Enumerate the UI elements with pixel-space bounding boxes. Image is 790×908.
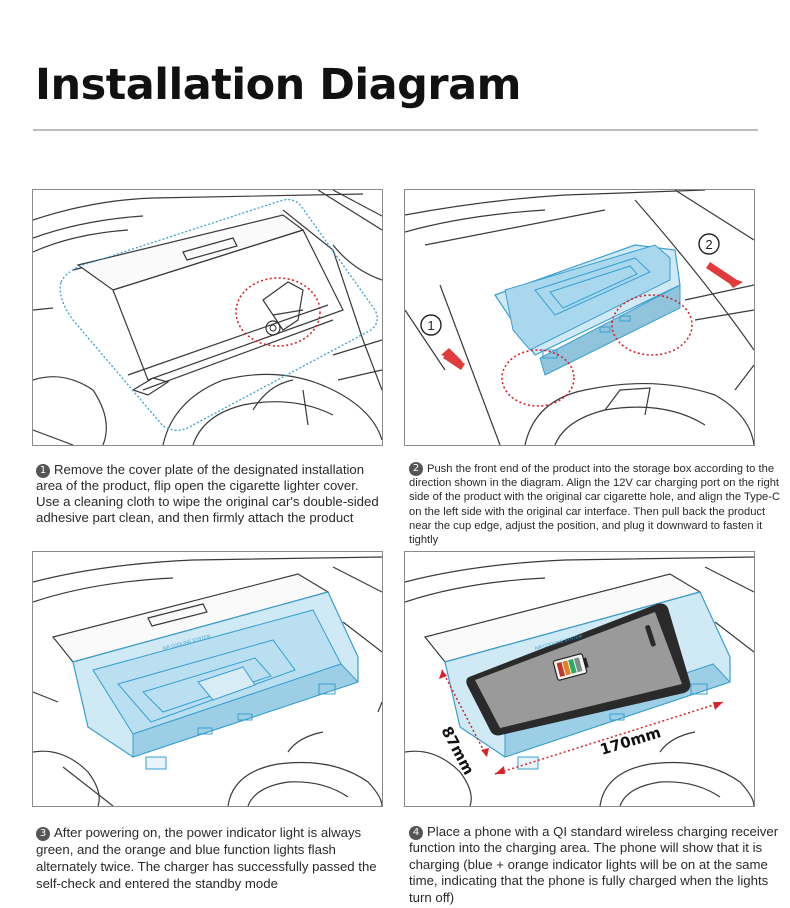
diagram-step-4: 87mm 170mm AIR COOLING SYSTEM	[404, 551, 755, 807]
width-dimension-label: 170mm	[598, 723, 663, 759]
step-number-icon: 4	[409, 826, 423, 840]
step-3-text: After powering on, the power indicator l…	[36, 825, 377, 891]
step-number-icon: 2	[409, 462, 423, 476]
title-divider	[33, 129, 758, 131]
step-2-text: Push the front end of the product into t…	[409, 463, 780, 546]
page-title: Installation Diagram	[35, 60, 521, 110]
diagram-step-2: 1 2	[404, 189, 755, 446]
step-number-icon: 3	[36, 827, 50, 841]
step-4-text: Place a phone with a QI standard wireles…	[409, 824, 778, 905]
arrow-label-1: 1	[427, 318, 434, 333]
diagram-step-3-drawing: AIR COOLING SYSTEM	[33, 552, 382, 806]
diagram-step-1-drawing	[33, 190, 382, 445]
diagram-step-3: AIR COOLING SYSTEM	[32, 551, 383, 807]
diagram-step-4-drawing: 87mm 170mm AIR COOLING SYSTEM	[405, 552, 754, 806]
arrow-label-2: 2	[705, 237, 712, 252]
diagram-step-1	[32, 189, 383, 446]
step-1-text: Remove the cover plate of the designated…	[36, 462, 379, 525]
diagram-step-2-drawing: 1 2	[405, 190, 754, 445]
step-number-icon: 1	[36, 464, 50, 478]
